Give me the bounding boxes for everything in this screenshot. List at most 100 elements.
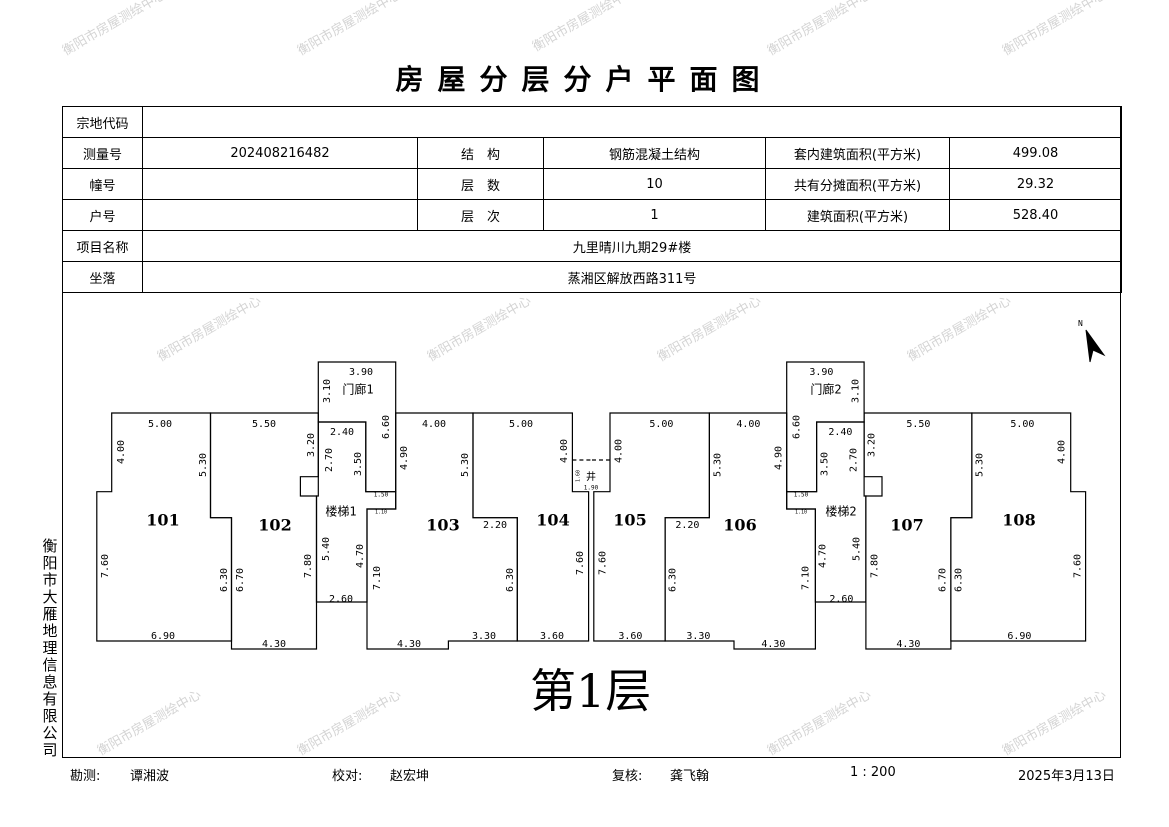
porch-label: 门廊1 <box>342 382 373 397</box>
shaft-label: 井 <box>586 470 596 483</box>
north-arrow-icon: N <box>1078 319 1106 363</box>
dimension-label: 1.50 <box>794 492 809 499</box>
dimension-label: 5.50 <box>906 419 930 430</box>
unit-label-105: 105 <box>613 511 646 530</box>
dimension-label: 7.60 <box>575 551 586 575</box>
dimension-label: 1.50 <box>374 492 389 499</box>
dimension-label: 3.90 <box>349 367 373 378</box>
dimension-label: 2.20 <box>675 520 699 531</box>
survey-no-label: 测量号 <box>62 137 143 169</box>
dimension-label: 6.70 <box>937 568 948 592</box>
dimension-label: 2.70 <box>324 448 335 472</box>
dimension-label: 1.10 <box>795 510 807 516</box>
dimension-label: 2.60 <box>329 594 353 605</box>
svg-text:N: N <box>1078 319 1083 328</box>
dimension-label: 3.20 <box>306 433 317 457</box>
unit-label-102: 102 <box>258 516 291 535</box>
dimension-label: 2.60 <box>829 594 853 605</box>
building-area-value: 528.40 <box>949 199 1122 231</box>
unit-label-108: 108 <box>1002 511 1035 530</box>
dimension-label: 3.60 <box>540 631 564 642</box>
dimension-label: 1.60 <box>576 470 582 482</box>
dimension-label: 3.50 <box>353 452 364 476</box>
building-no-value <box>142 168 418 200</box>
dimension-label: 4.00 <box>1056 440 1067 464</box>
scale: 1 : 200 <box>850 765 896 780</box>
dimension-label: 6.30 <box>505 568 516 592</box>
dimension-label: 6.30 <box>219 568 230 592</box>
dimension-label: 7.60 <box>100 554 111 578</box>
dimension-label: 5.00 <box>148 419 172 430</box>
floor-title: 第1层 <box>530 664 652 718</box>
unit-label-104: 104 <box>536 511 569 530</box>
floors-value: 10 <box>543 168 766 200</box>
dimension-label: 5.40 <box>321 537 332 561</box>
dimension-label: 6.60 <box>791 415 802 439</box>
dimension-label: 2.20 <box>483 520 507 531</box>
dimension-label: 5.40 <box>851 537 862 561</box>
info-table: 宗地代码 测量号 202408216482 结 构 钢筋混凝土结构 套内建筑面积… <box>62 106 1122 293</box>
inner-area-label: 套内建筑面积(平方米) <box>765 137 950 169</box>
reviewer-label: 复核: <box>612 769 643 784</box>
surveyor-name: 谭湘波 <box>130 769 170 784</box>
dimension-label: 4.30 <box>761 639 785 650</box>
unit-label-103: 103 <box>426 516 459 535</box>
dimension-label: 5.30 <box>198 453 209 477</box>
dimension-label: 4.00 <box>736 419 760 430</box>
porch-label: 门廊2 <box>810 382 841 397</box>
dimension-label: 4.70 <box>817 544 828 568</box>
dimension-label: 4.30 <box>896 639 920 650</box>
dimension-label: 3.30 <box>472 631 496 642</box>
stair-label: 楼梯2 <box>825 504 856 519</box>
shared-area-label: 共有分摊面积(平方米) <box>765 168 950 200</box>
dimension-label: 3.10 <box>322 379 333 403</box>
dimension-label: 7.80 <box>869 554 880 578</box>
dimension-label: 4.30 <box>262 639 286 650</box>
project-label: 项目名称 <box>62 230 143 262</box>
unit-label-107: 107 <box>890 516 923 535</box>
dimension-label: 4.00 <box>116 440 127 464</box>
dimension-label: 2.40 <box>828 427 852 438</box>
dimension-label: 3.90 <box>809 367 833 378</box>
checker-label: 校对: <box>332 769 363 784</box>
document-title: 房屋分层分户平面图 <box>395 63 774 96</box>
unit-no-label: 户号 <box>62 199 143 231</box>
dimension-label: 5.00 <box>1010 419 1034 430</box>
dimension-label: 3.50 <box>819 452 830 476</box>
dimension-label: 5.30 <box>974 453 985 477</box>
dimension-label: 4.00 <box>613 439 624 463</box>
dimension-label: 5.50 <box>252 419 276 430</box>
dimension-label: 6.90 <box>151 631 175 642</box>
dimension-label: 3.20 <box>866 433 877 457</box>
dimension-label: 4.90 <box>773 446 784 470</box>
dimension-label: 6.70 <box>235 568 246 592</box>
location-value: 蒸湘区解放西路311号 <box>142 261 1122 293</box>
reviewer-name: 龚飞翰 <box>670 769 710 784</box>
unit-104-outline <box>472 412 590 642</box>
checker-name: 赵宏坤 <box>390 769 430 784</box>
dimension-label: 6.30 <box>667 568 678 592</box>
structure-label: 结 构 <box>417 137 544 169</box>
unit-label-106: 106 <box>723 516 756 535</box>
dimension-label: 6.30 <box>953 568 964 592</box>
dimension-label: 7.60 <box>597 551 608 575</box>
dimension-label: 4.30 <box>397 639 421 650</box>
dimension-label: 3.30 <box>686 631 710 642</box>
plan-left-half <box>96 361 592 650</box>
dimension-label: 5.30 <box>460 453 471 477</box>
dimension-label: 7.60 <box>1072 554 1083 578</box>
stair-label: 楼梯1 <box>325 504 356 519</box>
date: 2025年3月13日 <box>1018 769 1115 784</box>
dimension-label: 3.60 <box>618 631 642 642</box>
dimension-label: 1.90 <box>584 485 599 492</box>
unit-label-101: 101 <box>146 511 179 530</box>
dimension-label: 4.90 <box>399 446 410 470</box>
location-label: 坐落 <box>62 261 143 293</box>
dimension-label: 4.70 <box>355 544 366 568</box>
building-no-label: 幢号 <box>62 168 143 200</box>
dimension-label: 1.10 <box>375 510 387 516</box>
building-area-label: 建筑面积(平方米) <box>765 199 950 231</box>
dimension-label: 6.60 <box>381 415 392 439</box>
